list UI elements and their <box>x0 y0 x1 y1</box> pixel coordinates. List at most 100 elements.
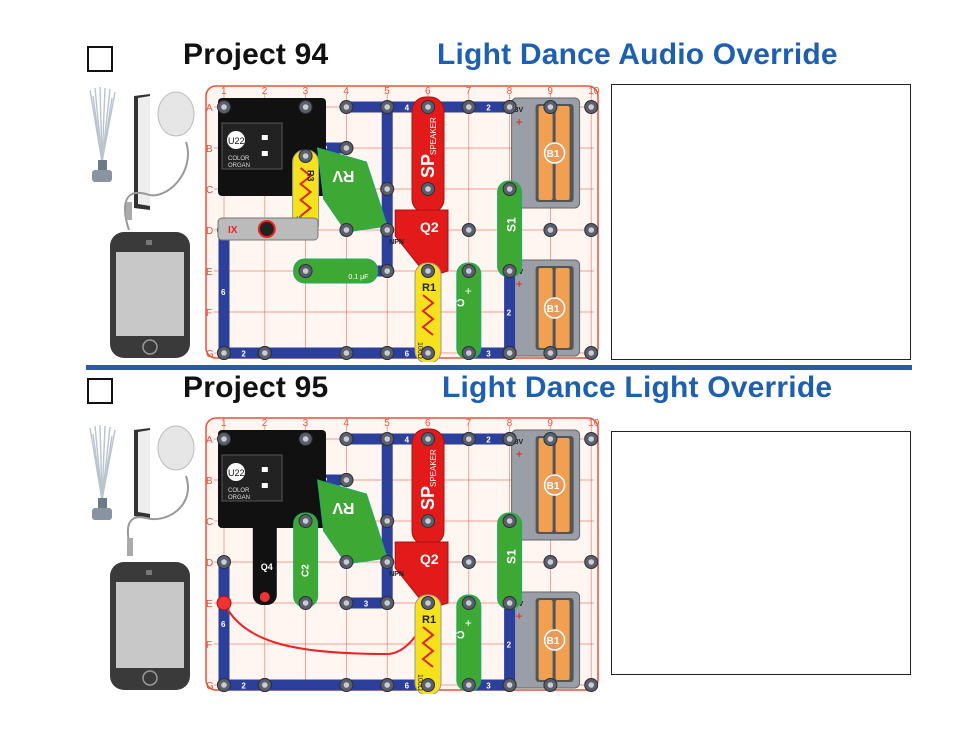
phototransistor-label: Q4 <box>261 562 273 572</box>
snap-center <box>343 104 350 110</box>
column-label: 2 <box>262 418 268 429</box>
snap-center <box>425 186 431 192</box>
snap-center <box>384 559 390 565</box>
column-label: 4 <box>343 418 349 429</box>
circuit-parts: B13V+B13V+4226363522U22COLORORGANR35.1KΩ… <box>217 96 599 362</box>
project-95-subtitle: Light Dance Light Override <box>442 371 833 404</box>
snap-center <box>506 682 513 688</box>
battery-label: B1 <box>547 636 560 647</box>
battery-label: B1 <box>547 149 560 160</box>
snap-center <box>384 186 390 192</box>
column-label: 9 <box>547 418 553 429</box>
snap-center <box>262 350 268 356</box>
snap-center <box>425 600 431 606</box>
snap-wire-number: 3 <box>364 600 369 609</box>
snap-center <box>425 104 431 110</box>
snap-center <box>384 600 390 606</box>
color-organ-badge <box>227 131 245 149</box>
row-label: E <box>206 599 213 610</box>
snap-center <box>466 559 472 565</box>
project-95-audio-source-illustration <box>89 424 195 690</box>
circuit-parts: B13V+B13V+4226363522U22COLORORGANC2Q4RVS… <box>216 428 599 694</box>
column-label: 8 <box>507 418 513 429</box>
snap-wire-number: 3 <box>486 350 491 359</box>
snap-center <box>302 436 309 442</box>
color-organ-text: COLOR <box>228 156 250 162</box>
battery-label-badge <box>543 297 566 319</box>
column-label: 10 <box>588 86 600 97</box>
infrared-label: IX <box>228 225 238 236</box>
project-94-description-box <box>611 84 911 360</box>
smartphone-icon <box>110 232 190 358</box>
snap-wire-number: 2 <box>241 350 246 359</box>
egg-lamp-icon <box>157 91 195 137</box>
slide-switch-label: S1 <box>505 549 519 564</box>
snap-wire-number: 4 <box>405 436 410 445</box>
snap-center <box>466 436 472 442</box>
snap-center <box>384 104 390 110</box>
capacitor-plus: + <box>465 284 472 298</box>
resistor-r1-label: R1 <box>422 282 436 294</box>
audio-cable <box>123 141 189 231</box>
speaker-label: SP <box>418 486 438 510</box>
column-label: 5 <box>384 86 390 97</box>
section-divider <box>86 365 912 370</box>
snap-center <box>506 104 513 110</box>
snap-center <box>384 268 390 274</box>
project-95-checkbox[interactable] <box>87 378 113 404</box>
color-organ-led <box>261 135 268 140</box>
column-label: 3 <box>303 418 309 429</box>
snap-center <box>384 682 390 688</box>
snap-center <box>506 518 513 524</box>
fiber-optic-lamp-icon <box>89 86 116 182</box>
snap-center <box>466 104 472 110</box>
snap-center <box>302 268 309 274</box>
snap-center <box>547 436 554 442</box>
snap-center <box>343 145 350 151</box>
snap-center <box>547 682 554 688</box>
snap-center <box>221 682 227 688</box>
snap-center <box>547 104 554 110</box>
snap-center <box>302 518 309 524</box>
transistor-type: NPN <box>389 571 404 578</box>
potentiometer-rv <box>317 147 388 233</box>
resistor-symbol <box>421 294 435 336</box>
transistor-type: NPN <box>389 239 404 246</box>
row-label: B <box>206 144 213 155</box>
snap-center <box>466 268 472 274</box>
snap-center <box>425 436 431 442</box>
row-label: B <box>206 476 213 487</box>
column-label: 7 <box>466 418 472 429</box>
snap-wire-number: 6 <box>221 288 226 297</box>
battery-plus: + <box>516 115 523 129</box>
snap-wire-number: 2 <box>507 641 512 650</box>
potentiometer-rv <box>317 479 388 565</box>
battery-voltage: 3V <box>515 107 524 114</box>
snap-center <box>221 559 227 565</box>
jumper-clip <box>216 595 232 611</box>
column-label: 9 <box>547 86 553 97</box>
potentiometer-label: RV <box>332 167 354 184</box>
row-label: F <box>206 308 212 319</box>
battery-label-badge <box>543 629 566 651</box>
snap-wire-number: 4 <box>405 104 410 113</box>
snap-center <box>466 682 472 688</box>
project-94-checkbox[interactable] <box>87 46 113 72</box>
project-95-title: Project 95 <box>183 371 329 404</box>
row-label: A <box>206 103 213 114</box>
tower-speaker-icon <box>134 94 150 210</box>
red-jumper-wire <box>223 602 429 656</box>
snap-center <box>588 559 594 565</box>
battery-plus: + <box>516 447 523 461</box>
snap-wire-number: 6 <box>405 682 410 691</box>
snap-wire-number: 2 <box>486 436 491 445</box>
snap-center <box>588 350 594 356</box>
snap-center <box>425 268 431 274</box>
snap-center <box>343 600 350 606</box>
color-organ-badge <box>227 463 245 481</box>
resistor-r1-value: 100Ω <box>416 674 423 691</box>
transistor-label: Q2 <box>420 551 439 567</box>
snap-center <box>588 436 594 442</box>
speaker-text: SPEAKER <box>429 117 438 155</box>
capacitor-plus: + <box>465 616 472 630</box>
